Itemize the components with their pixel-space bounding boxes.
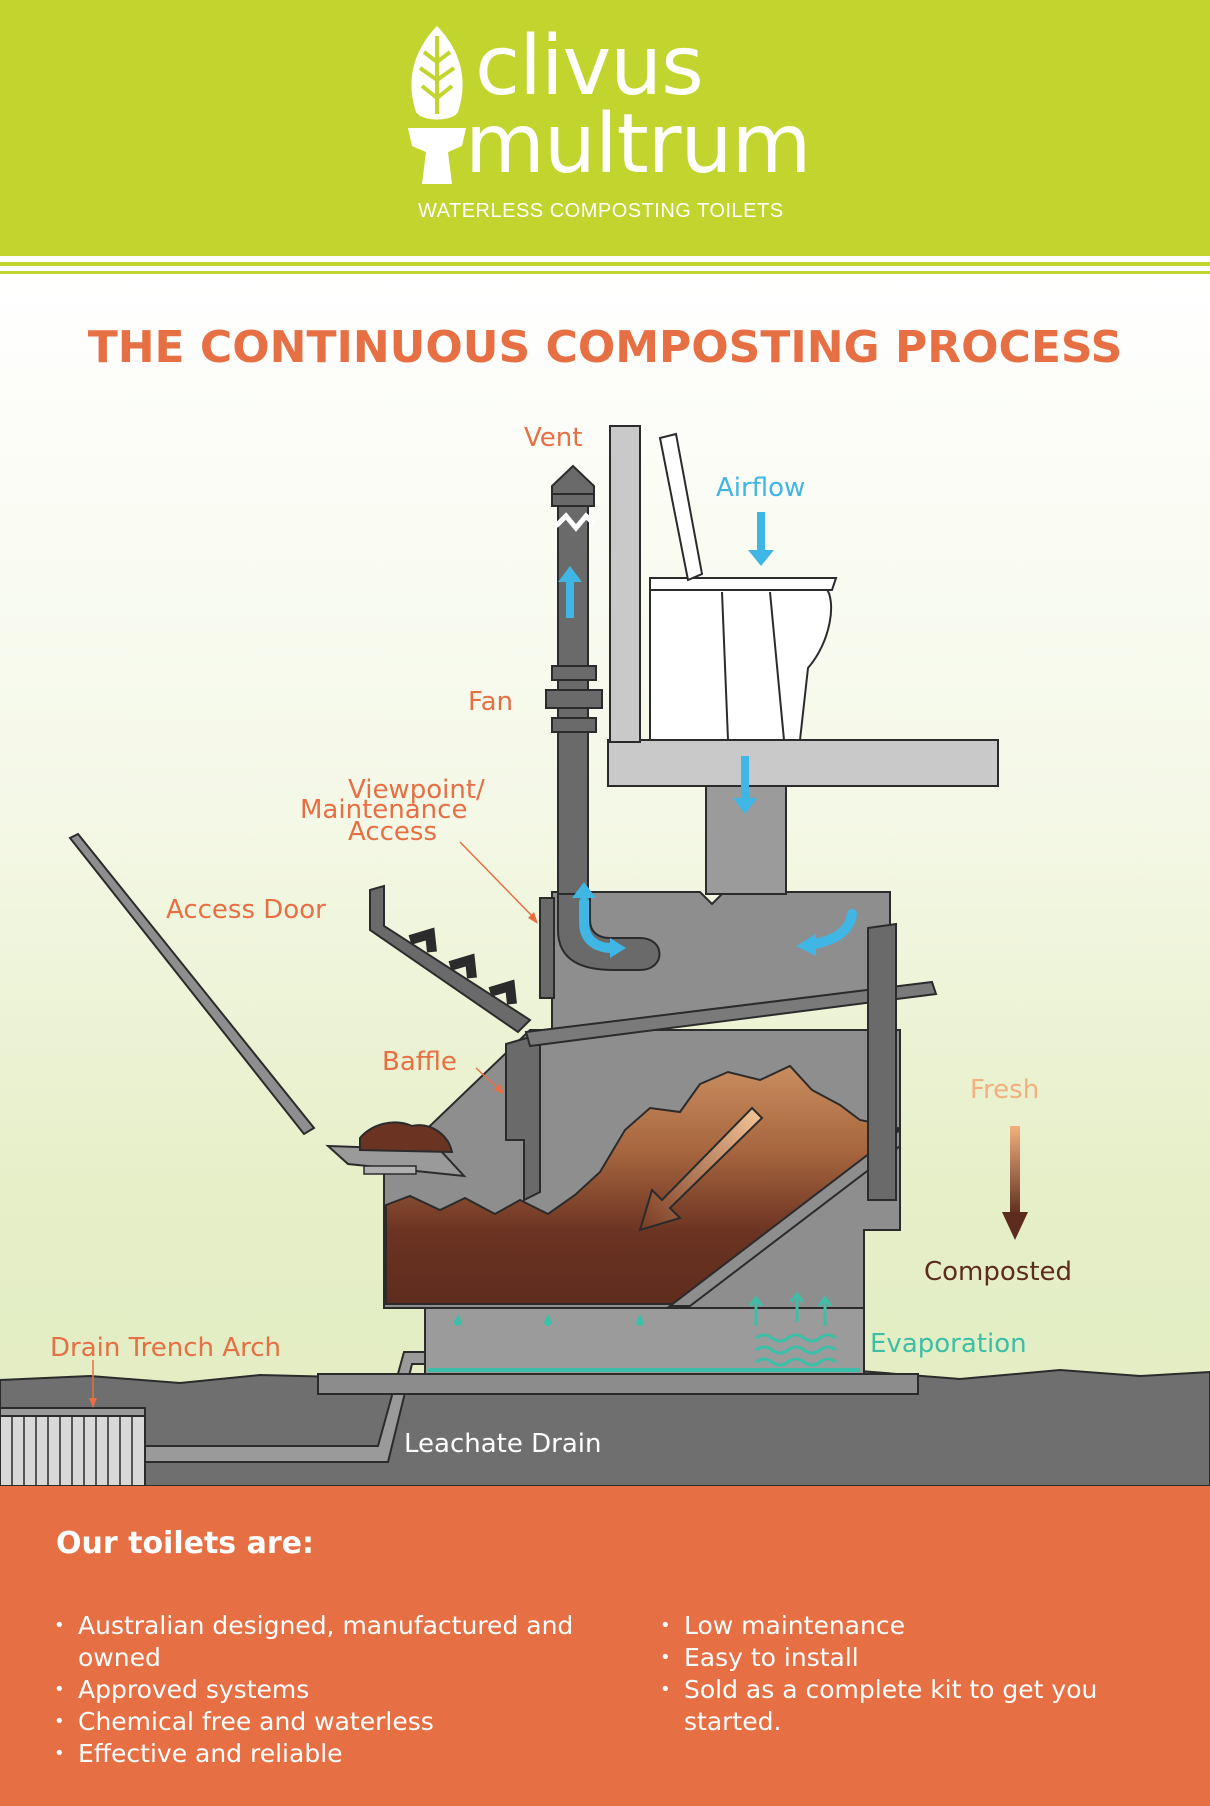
list-item: Low maintenance xyxy=(660,1610,1180,1642)
fresh-composted-arrow-shaft xyxy=(1010,1126,1020,1216)
label-evaporation: Evaporation xyxy=(870,1329,1027,1359)
label-leachate-drain: Leachate Drain xyxy=(404,1429,601,1459)
page-title: THE CONTINUOUS COMPOSTING PROCESS xyxy=(87,322,1123,373)
brand-name-line2: multrum xyxy=(465,97,811,192)
toilet-lid xyxy=(658,432,704,582)
list-item: Easy to install xyxy=(660,1642,1180,1674)
list-item: Chemical free and waterless xyxy=(54,1706,634,1738)
toilet-pedestal xyxy=(649,587,833,741)
airflow-arrows xyxy=(558,512,774,814)
leaf-toilet-logo-icon xyxy=(408,26,466,184)
label-access-door: Access Door xyxy=(166,895,326,925)
composting-process-diagram: Vent Airflow Fan Viewpoint/ Maintenance … xyxy=(0,423,1210,1486)
brand-tagline: WATERLESS COMPOSTING TOILETS xyxy=(418,200,784,222)
benefits-list-right: Low maintenance Easy to install Sold as … xyxy=(660,1610,1180,1738)
compost-flow-arrow xyxy=(638,1106,764,1232)
floor-slab xyxy=(607,739,999,787)
list-item: Sold as a complete kit to get you starte… xyxy=(660,1674,1180,1738)
fresh-composted-arrow-head xyxy=(1002,1212,1028,1240)
drain-trench-arch xyxy=(0,1407,146,1486)
base-plate xyxy=(317,1373,919,1395)
label-drain-trench-arch: Drain Trench Arch xyxy=(50,1333,281,1363)
list-item: Australian designed, manufactured and ow… xyxy=(54,1610,634,1674)
label-vent: Vent xyxy=(524,423,582,453)
benefits-footer: Our toilets are: Australian designed, ma… xyxy=(0,1486,1210,1806)
fan xyxy=(545,665,603,733)
benefits-heading: Our toilets are: xyxy=(56,1526,314,1561)
wall xyxy=(609,425,641,743)
list-item: Approved systems xyxy=(54,1674,634,1706)
chamber-lid xyxy=(524,980,938,1048)
rake-handle xyxy=(68,832,316,1136)
label-viewpoint-line2: Maintenance xyxy=(300,795,467,825)
benefits-list-left: Australian designed, manufactured and ow… xyxy=(54,1610,634,1770)
rake-compost xyxy=(359,1121,454,1154)
label-fresh: Fresh xyxy=(970,1075,1039,1105)
label-composted: Composted xyxy=(924,1257,1072,1287)
viewpoint-panel xyxy=(539,897,555,999)
label-viewpoint-line1: Viewpoint/ xyxy=(348,775,485,805)
airflow-curved-arrows xyxy=(579,897,857,953)
evaporation-icon xyxy=(748,1291,837,1367)
toilet-seat xyxy=(649,577,838,591)
brand-name-line1: clivus xyxy=(475,19,704,114)
brand-header: clivus multrum WATERLESS COMPOSTING TOIL… xyxy=(0,0,1210,250)
rear-vent-pipe xyxy=(867,922,897,1201)
list-item: Effective and reliable xyxy=(54,1738,634,1770)
label-airflow: Airflow xyxy=(716,473,805,503)
label-baffle: Baffle xyxy=(382,1047,457,1077)
vent-cap xyxy=(551,464,595,495)
label-viewpoint-line3: Access xyxy=(348,817,437,847)
access-door xyxy=(369,884,532,1034)
label-fan: Fan xyxy=(468,687,513,717)
drip-drops xyxy=(454,1314,644,1326)
